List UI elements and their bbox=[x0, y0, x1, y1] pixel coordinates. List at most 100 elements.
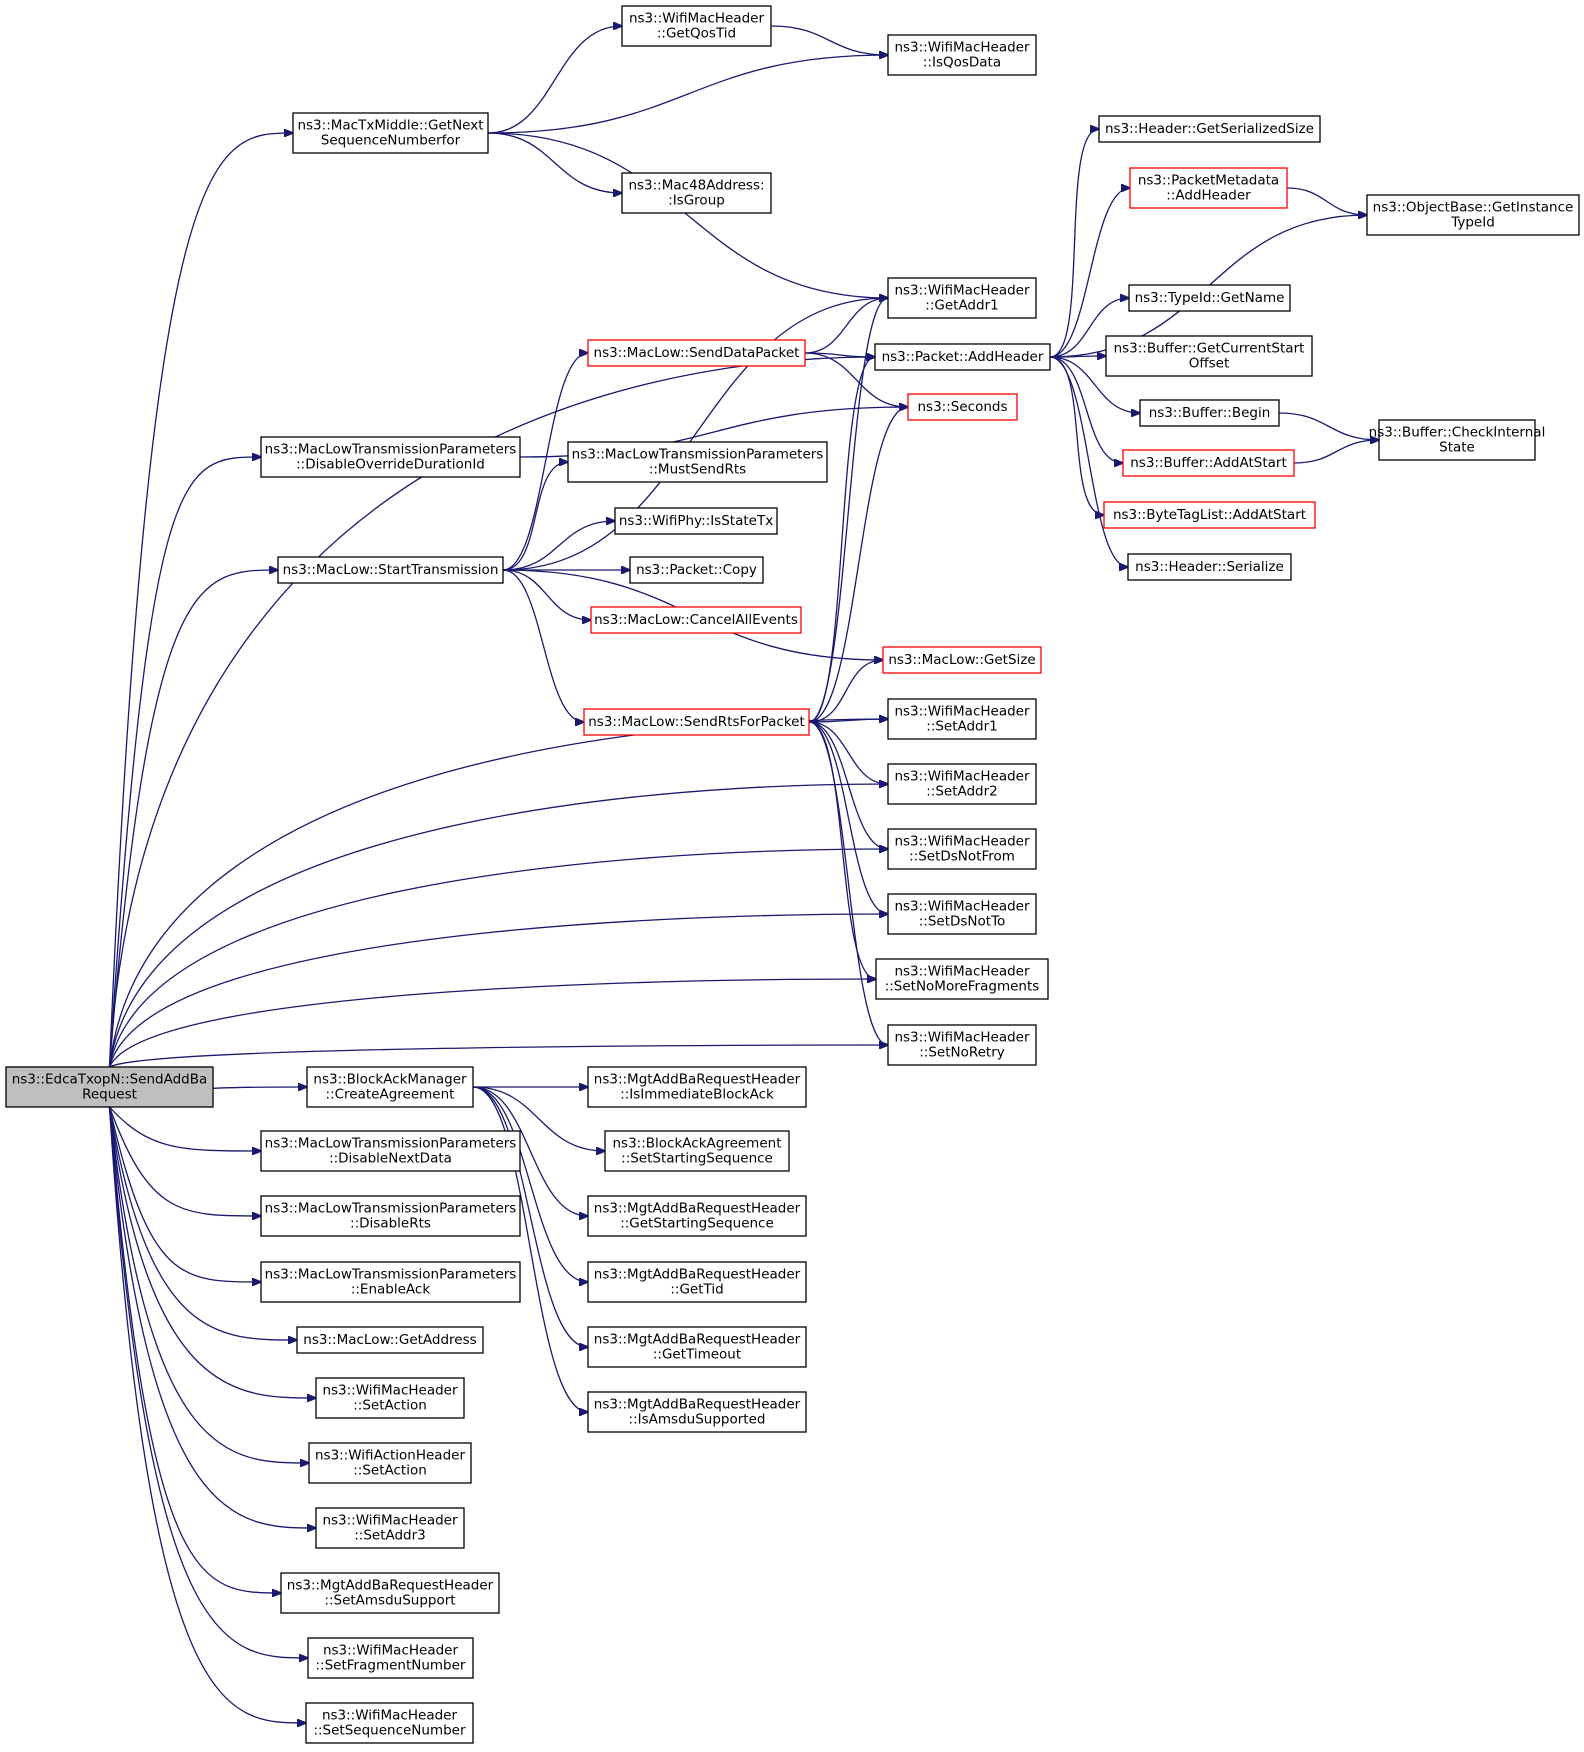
node-box bbox=[1128, 284, 1291, 312]
call-edge-add_header-to-buffer_begin bbox=[1049, 356, 1140, 413]
node-label: ns3::TypeId::GetName bbox=[1135, 290, 1285, 306]
graph-node-is-amsdu-supported[interactable]: ns3::MgtAddBaRequestHeader::IsAmsduSuppo… bbox=[587, 1391, 807, 1433]
graph-node-buffer-begin[interactable]: ns3::Buffer::Begin bbox=[1139, 399, 1280, 427]
node-box bbox=[1122, 449, 1295, 477]
graph-node-set-no-retry[interactable]: ns3::WifiMacHeader::SetNoRetry bbox=[887, 1024, 1037, 1066]
graph-node-get-starting-sequence[interactable]: ns3::MgtAddBaRequestHeader::GetStartingS… bbox=[587, 1195, 807, 1237]
node-label: ns3::Buffer::Begin bbox=[1149, 405, 1271, 421]
graph-node-get-size[interactable]: ns3::MacLow::GetSize bbox=[882, 646, 1042, 674]
graph-node-add-header[interactable]: ns3::Packet::AddHeader bbox=[874, 343, 1051, 371]
call-edge-send_add_ba-to-set_action_wmh bbox=[108, 1106, 317, 1398]
graph-node-set-action-wmh[interactable]: ns3::WifiMacHeader::SetAction bbox=[315, 1377, 465, 1419]
graph-node-set-amsdu-support[interactable]: ns3::MgtAddBaRequestHeader::SetAmsduSupp… bbox=[280, 1572, 500, 1614]
node-label: ns3::MgtAddBaRequestHeader bbox=[594, 1267, 801, 1283]
node-label: ns3::WifiMacHeader bbox=[323, 1643, 459, 1659]
graph-node-pm-add-header[interactable]: ns3::PacketMetadata::AddHeader bbox=[1129, 167, 1288, 209]
call-edge-get_next_seq-to-is_group bbox=[487, 132, 622, 193]
node-label: ns3::WifiMacHeader bbox=[322, 1708, 458, 1724]
graph-node-get-timeout[interactable]: ns3::MgtAddBaRequestHeader::GetTimeout bbox=[587, 1326, 807, 1368]
graph-node-set-action-wah[interactable]: ns3::WifiActionHeader::SetAction bbox=[308, 1442, 472, 1484]
graph-node-header-serialize[interactable]: ns3::Header::Serialize bbox=[1127, 553, 1292, 581]
graph-node-set-addr1[interactable]: ns3::WifiMacHeader::SetAddr1 bbox=[887, 698, 1037, 740]
node-box bbox=[875, 958, 1049, 1000]
node-box bbox=[1103, 501, 1316, 529]
call-edge-start_transmission-to-get_addr1 bbox=[502, 298, 888, 571]
call-edge-send_add_ba-to-disable_override bbox=[108, 457, 262, 1068]
call-edge-send_add_ba-to-set_addr2 bbox=[108, 784, 889, 1068]
graph-node-set-starting-sequence[interactable]: ns3::BlockAckAgreement::SetStartingSeque… bbox=[604, 1130, 790, 1172]
graph-node-set-sequence-number[interactable]: ns3::WifiMacHeader::SetSequenceNumber bbox=[305, 1702, 474, 1744]
call-edge-create_agreement-to-get_tid bbox=[472, 1086, 588, 1282]
graph-node-start-transmission[interactable]: ns3::MacLow::StartTransmission bbox=[277, 556, 504, 584]
node-label: ns3::WifiPhy::IsStateTx bbox=[619, 513, 773, 529]
call-edge-send_rts_for_packet-to-get_size bbox=[808, 660, 883, 723]
graph-node-set-addr3[interactable]: ns3::WifiMacHeader::SetAddr3 bbox=[315, 1507, 465, 1549]
graph-node-packet-copy[interactable]: ns3::Packet::Copy bbox=[629, 556, 764, 584]
graph-node-get-tid[interactable]: ns3::MgtAddBaRequestHeader::GetTid bbox=[587, 1261, 807, 1303]
node-box bbox=[1366, 194, 1580, 236]
call-edge-buffer_add_at_start-to-check_internal_state bbox=[1293, 440, 1379, 464]
graph-node-send-rts-for-packet[interactable]: ns3::MacLow::SendRtsForPacket bbox=[583, 708, 810, 736]
node-label: ns3::WifiMacHeader bbox=[894, 899, 1030, 915]
graph-node-is-group[interactable]: ns3::Mac48Address::IsGroup bbox=[621, 172, 772, 214]
graph-node-disable-override[interactable]: ns3::MacLowTransmissionParameters::Disab… bbox=[260, 436, 521, 478]
graph-node-seconds[interactable]: ns3::Seconds bbox=[907, 393, 1018, 421]
graph-node-get-next-seq[interactable]: ns3::MacTxMiddle::GetNextSequenceNumberf… bbox=[292, 112, 489, 154]
graph-node-create-agreement[interactable]: ns3::BlockAckManager::CreateAgreement bbox=[306, 1066, 474, 1108]
graph-node-set-fragment-number[interactable]: ns3::WifiMacHeader::SetFragmentNumber bbox=[307, 1637, 474, 1679]
node-label: SequenceNumberfor bbox=[321, 133, 461, 149]
node-label: ::DisableOverrideDurationId bbox=[296, 457, 485, 473]
graph-node-set-addr2[interactable]: ns3::WifiMacHeader::SetAddr2 bbox=[887, 763, 1037, 805]
node-box bbox=[1378, 419, 1536, 461]
node-box bbox=[567, 441, 828, 483]
node-label: ns3::Buffer::GetCurrentStart bbox=[1114, 341, 1305, 357]
call-edge-get_next_seq-to-get_qos_tid bbox=[487, 26, 622, 134]
graph-node-enable-ack[interactable]: ns3::MacLowTransmissionParameters::Enabl… bbox=[260, 1261, 521, 1303]
graph-node-disable-rts[interactable]: ns3::MacLowTransmissionParameters::Disab… bbox=[260, 1195, 521, 1237]
graph-node-set-ds-not-from[interactable]: ns3::WifiMacHeader::SetDsNotFrom bbox=[887, 828, 1037, 870]
call-edge-send_rts_for_packet-to-seconds bbox=[808, 407, 908, 723]
graph-node-is-qos-data[interactable]: ns3::WifiMacHeader::IsQosData bbox=[887, 34, 1037, 76]
call-edge-send_add_ba-to-get_next_seq bbox=[108, 133, 294, 1068]
call-edge-add_header-to-get_current_start_offset bbox=[1049, 356, 1106, 357]
node-box bbox=[260, 436, 521, 478]
node-box bbox=[277, 556, 504, 584]
call-edge-start_transmission-to-must_send_rts bbox=[502, 462, 568, 571]
graph-node-is-immediate-block-ack[interactable]: ns3::MgtAddBaRequestHeader::IsImmediateB… bbox=[587, 1066, 807, 1108]
node-label: :IsGroup bbox=[668, 193, 725, 209]
graph-node-send-data-packet[interactable]: ns3::MacLow::SendDataPacket bbox=[587, 339, 806, 367]
call-edge-send_add_ba-to-set_no_more_fragments bbox=[108, 979, 877, 1068]
graph-node-get-address[interactable]: ns3::MacLow::GetAddress bbox=[296, 1326, 484, 1354]
node-label: ns3::MacLowTransmissionParameters bbox=[265, 1201, 517, 1217]
call-edge-send_add_ba-to-start_transmission bbox=[108, 570, 279, 1068]
node-label: ns3::MacLow::GetAddress bbox=[303, 1332, 476, 1348]
graph-node-get-addr1[interactable]: ns3::WifiMacHeader::GetAddr1 bbox=[887, 277, 1037, 319]
graph-node-is-state-tx[interactable]: ns3::WifiPhy::IsStateTx bbox=[614, 507, 778, 535]
graph-node-cancel-all-events[interactable]: ns3::MacLow::CancelAllEvents bbox=[590, 606, 802, 634]
node-label: ns3::MacLowTransmissionParameters bbox=[265, 1267, 517, 1283]
node-box bbox=[614, 507, 778, 535]
node-label: ::CreateAgreement bbox=[326, 1087, 455, 1103]
call-edge-start_transmission-to-send_data_packet bbox=[502, 353, 588, 571]
graph-node-set-no-more-fragments[interactable]: ns3::WifiMacHeader::SetNoMoreFragments bbox=[875, 958, 1049, 1000]
graph-node-type-id-get-name[interactable]: ns3::TypeId::GetName bbox=[1128, 284, 1291, 312]
node-label: ns3::WifiMacHeader bbox=[894, 769, 1030, 785]
node-label: ::GetStartingSequence bbox=[620, 1216, 774, 1232]
node-label: ::DisableNextData bbox=[329, 1151, 452, 1167]
graph-node-get-qos-tid[interactable]: ns3::WifiMacHeader::GetQosTid bbox=[621, 5, 772, 47]
node-box bbox=[307, 1637, 474, 1679]
graph-node-buffer-add-at-start[interactable]: ns3::Buffer::AddAtStart bbox=[1122, 449, 1295, 477]
graph-node-byte-tag-add-at-start[interactable]: ns3::ByteTagList::AddAtStart bbox=[1103, 501, 1316, 529]
node-box bbox=[874, 343, 1051, 371]
node-box bbox=[887, 277, 1037, 319]
graph-node-must-send-rts[interactable]: ns3::MacLowTransmissionParameters::MustS… bbox=[567, 441, 828, 483]
graph-node-set-ds-not-to[interactable]: ns3::WifiMacHeader::SetDsNotTo bbox=[887, 893, 1037, 935]
graph-node-get-serialized-size[interactable]: ns3::Header::GetSerializedSize bbox=[1098, 115, 1321, 143]
call-edge-send_add_ba-to-set_fragment_number bbox=[108, 1106, 309, 1658]
node-box bbox=[5, 1066, 214, 1108]
graph-node-disable-next-data[interactable]: ns3::MacLowTransmissionParameters::Disab… bbox=[260, 1130, 521, 1172]
